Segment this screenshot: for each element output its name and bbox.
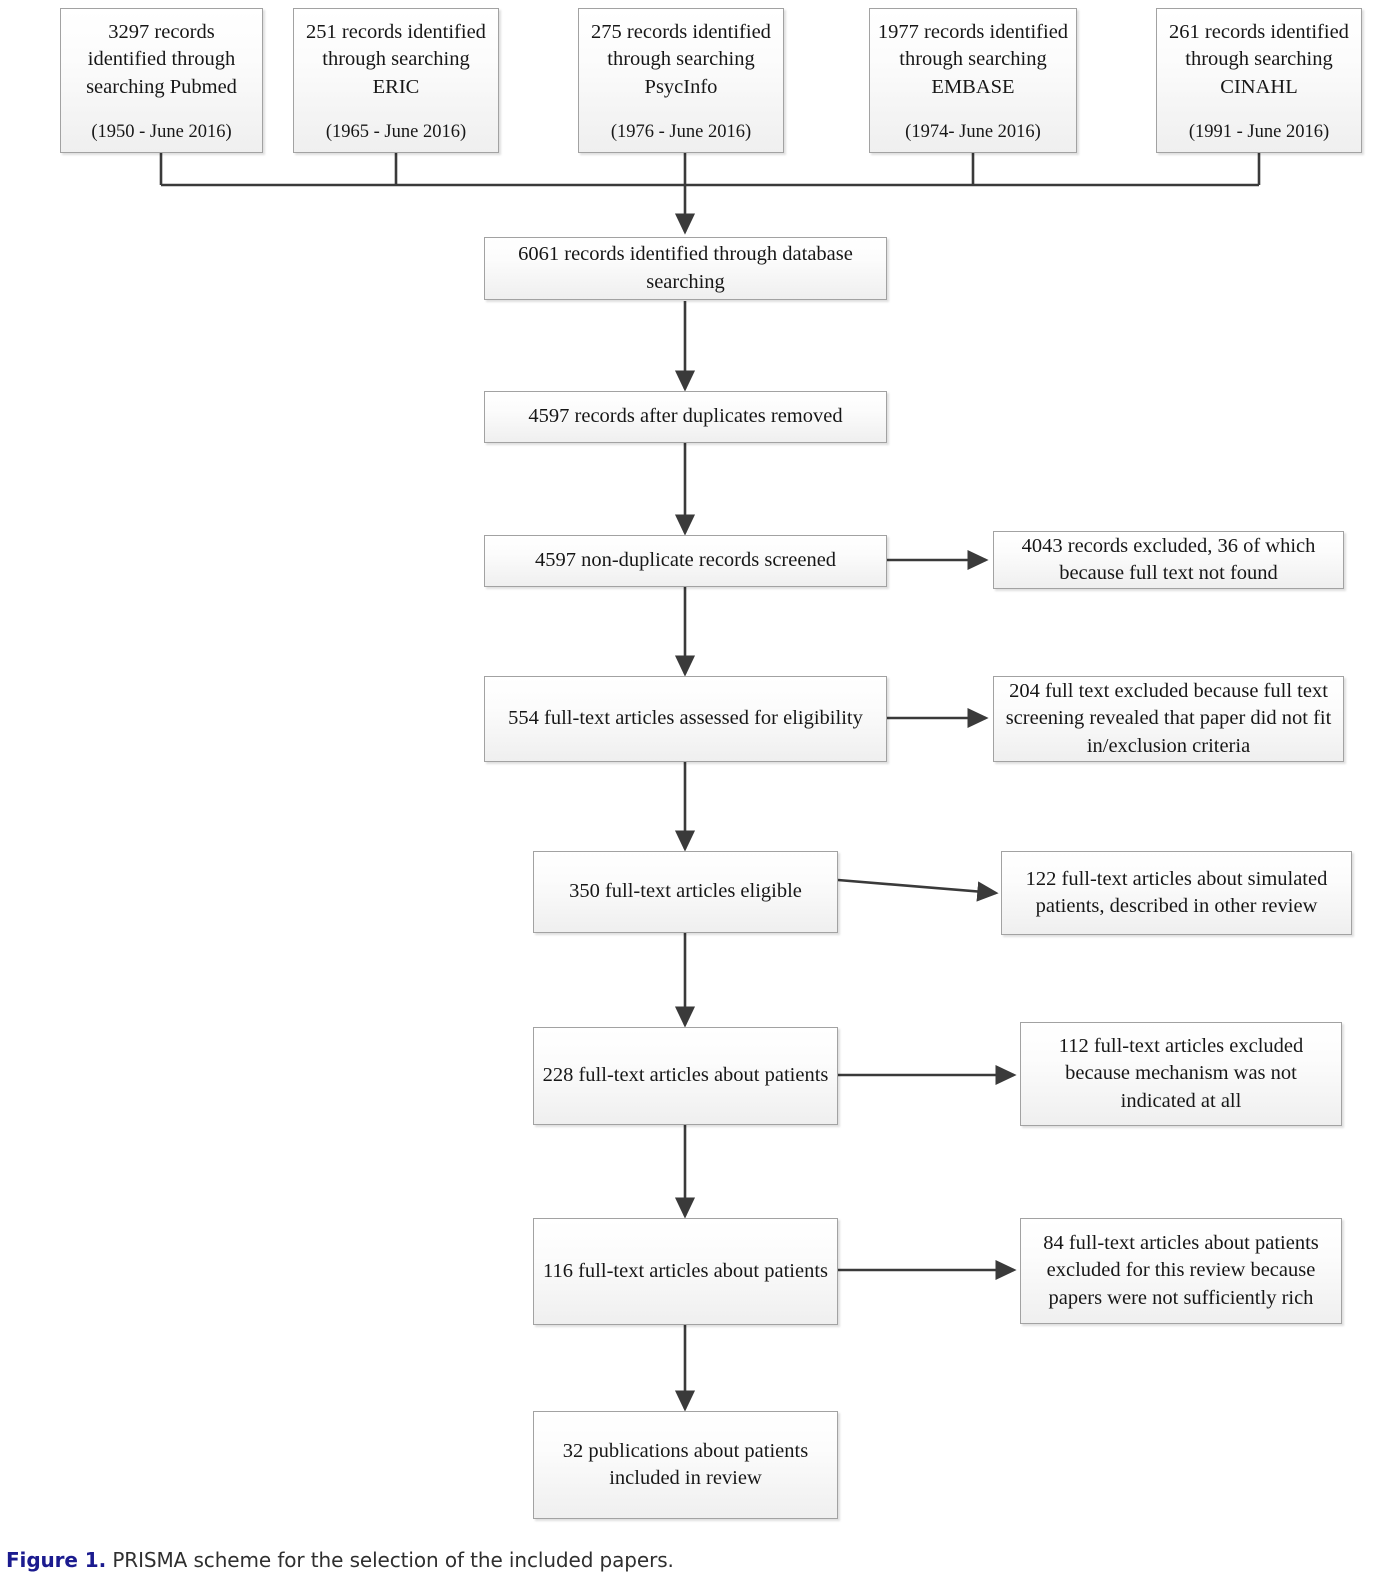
flow-box-text: 6061 records identified through database… [518,243,853,293]
exclusion-box-84: 84 full-text articles about patients exc… [1020,1218,1342,1324]
flow-box-text: 4597 records after duplicates removed [528,405,843,428]
figure-number: Figure 1. [6,1548,107,1572]
flow-box-identified: 6061 records identified through database… [484,237,887,300]
flow-box-assessed: 554 full-text articles assessed for elig… [484,676,887,762]
source-title: 251 records identified through searching… [306,21,486,98]
source-box-embase: 1977 records identified through searchin… [869,8,1077,153]
exclusion-box-4043: 4043 records excluded, 36 of which becau… [993,531,1344,589]
source-box-psycinfo: 275 records identified through searching… [578,8,784,153]
flow-box-text: 350 full-text articles eligible [569,880,802,903]
flow-box-text: 4597 non-duplicate records screened [534,549,837,572]
source-years: (1950 - June 2016) [91,122,232,143]
exclusion-box-text: 204 full text excluded because full text… [1005,680,1332,757]
exclusion-box-text: 4043 records excluded, 36 of which becau… [1021,534,1316,584]
figure-caption-text: PRISMA scheme for the selection of the i… [112,1548,674,1572]
source-box-cinahl: 261 records identified through searching… [1156,8,1362,153]
exclusion-box-text: 122 full-text articles about simulated p… [1025,867,1328,917]
source-years: (1991 - June 2016) [1188,122,1330,143]
flow-box-included: 32 publications about patients included … [533,1411,838,1519]
source-box-eric: 251 records identified through searching… [293,8,499,153]
flow-box-text: 116 full-text articles about patients [542,1259,829,1282]
source-years: (1965 - June 2016) [325,122,467,143]
source-title: 1977 records identified through searchin… [877,21,1069,98]
flow-box-screened: 4597 non-duplicate records screened [484,535,887,587]
flow-box-about-patients-116: 116 full-text articles about patients [533,1218,838,1325]
source-box-pubmed: 3297 records identified through searchin… [60,8,263,153]
flow-box-deduplicated: 4597 records after duplicates removed [484,391,887,443]
flow-box-about-patients-228: 228 full-text articles about patients [533,1027,838,1125]
source-title: 261 records identified through searching… [1169,21,1349,98]
flow-box-text: 228 full-text articles about patients [542,1064,829,1087]
flow-box-eligible: 350 full-text articles eligible [533,851,838,933]
exclusion-box-text: 112 full-text articles excluded because … [1058,1035,1304,1112]
source-title: 3297 records identified through searchin… [86,21,237,98]
exclusion-box-204: 204 full text excluded because full text… [993,676,1344,762]
flow-box-text: 32 publications about patients included … [562,1439,809,1489]
flow-box-text: 554 full-text articles assessed for elig… [508,707,863,730]
source-title: 275 records identified through searching… [591,21,771,98]
source-years: (1974- June 2016) [905,122,1041,143]
exclusion-box-text: 84 full-text articles about patients exc… [1043,1232,1319,1309]
exclusion-box-112: 112 full-text articles excluded because … [1020,1022,1342,1126]
figure-caption: Figure 1. PRISMA scheme for the selectio… [6,1548,1386,1572]
source-years: (1976 - June 2016) [610,122,752,143]
exclusion-box-122: 122 full-text articles about simulated p… [1001,851,1352,935]
